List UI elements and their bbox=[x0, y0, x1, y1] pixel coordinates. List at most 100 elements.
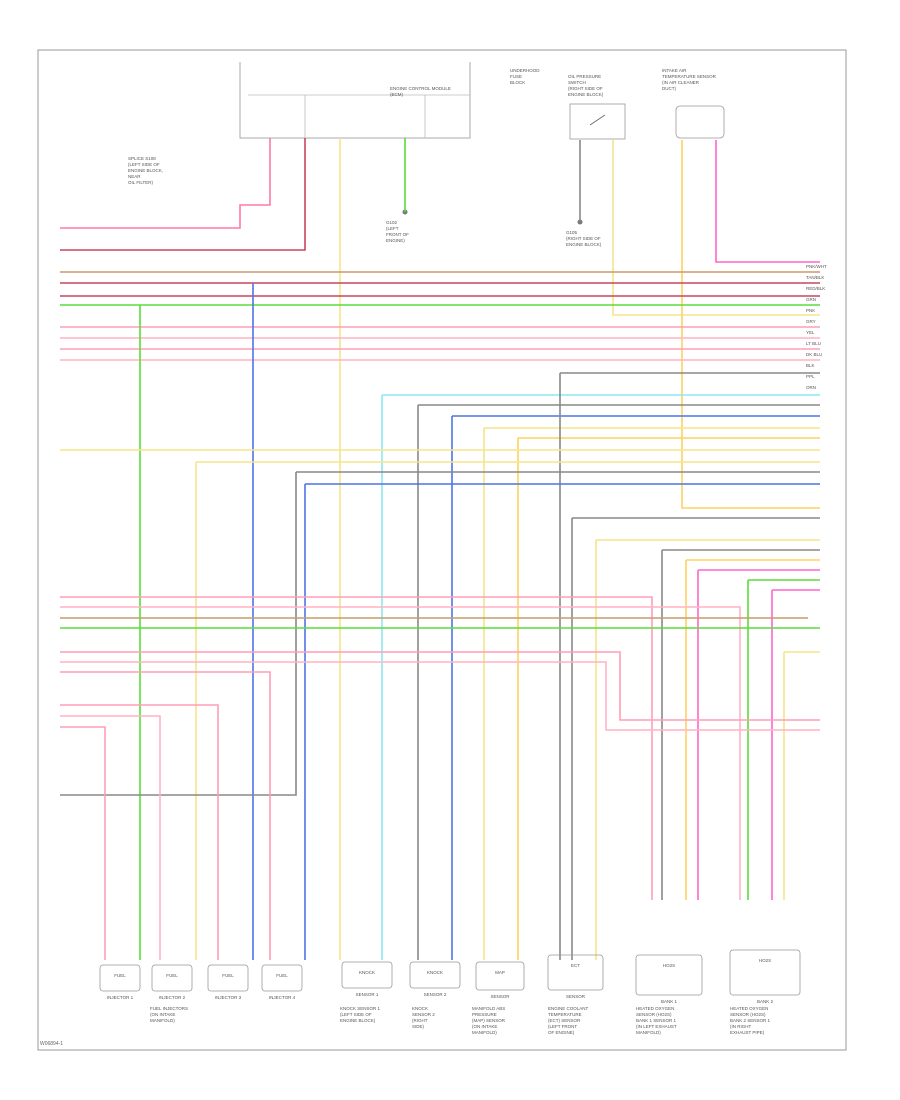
wire-label: TAN/BLK bbox=[806, 275, 824, 280]
svg-text:MANIFOLD ABS: MANIFOLD ABS bbox=[472, 1006, 505, 1011]
component-label: KNOCK bbox=[359, 970, 375, 975]
component-ho2s_1: HO2S BANK 1 bbox=[635, 954, 703, 1004]
wire-iat-1 bbox=[681, 140, 820, 509]
component-sublabel: BANK 2 bbox=[757, 999, 774, 1004]
wire-ecm-2 bbox=[60, 138, 306, 251]
caption-ho2s2: HEATED OXYGEN SENSOR (HO2S) BANK 2 SENSO… bbox=[730, 1006, 771, 1035]
wire-pink-a bbox=[60, 596, 653, 900]
caption-ect: ENGINE COOLANT TEMPERATURE (ECT) SENSOR … bbox=[548, 1006, 589, 1035]
wire-pink-h bbox=[60, 726, 106, 960]
component-sublabel: INJECTOR 2 bbox=[159, 995, 186, 1000]
svg-text:(RIGHT SIDE OF: (RIGHT SIDE OF bbox=[566, 236, 601, 241]
svg-text:BLOCK: BLOCK bbox=[510, 80, 525, 85]
svg-text:(IN AIR CLEANER: (IN AIR CLEANER bbox=[662, 80, 700, 85]
svg-text:HEATED OXYGEN: HEATED OXYGEN bbox=[636, 1006, 674, 1011]
svg-text:OIL PRESSURE: OIL PRESSURE bbox=[568, 74, 601, 79]
svg-text:(RIGHT: (RIGHT bbox=[412, 1018, 428, 1023]
wire-label: BLK bbox=[806, 363, 815, 368]
wire-pink-b bbox=[60, 606, 741, 900]
ecm-label-1: ENGINE CONTROL MODULE bbox=[390, 86, 451, 91]
wire-pink-d bbox=[60, 661, 820, 731]
svg-text:MANIFOLD): MANIFOLD) bbox=[472, 1030, 497, 1035]
svg-text:DUCT): DUCT) bbox=[662, 86, 676, 91]
svg-text:(ON INTAKE: (ON INTAKE bbox=[472, 1024, 497, 1029]
svg-text:FUEL INJECTORS: FUEL INJECTORS bbox=[150, 1006, 188, 1011]
svg-text:MANIFOLD): MANIFOLD) bbox=[636, 1030, 661, 1035]
component-knock_1: KNOCK SENSOR 1 bbox=[341, 961, 393, 997]
component-label: FUEL bbox=[222, 973, 234, 978]
svg-text:OF ENGINE): OF ENGINE) bbox=[548, 1030, 575, 1035]
svg-text:ENGINE BLOCK,: ENGINE BLOCK, bbox=[128, 168, 163, 173]
wire-label: PNK bbox=[806, 308, 815, 313]
component-label: KNOCK bbox=[427, 970, 443, 975]
svg-text:(RIGHT SIDE OF: (RIGHT SIDE OF bbox=[568, 86, 603, 91]
svg-text:(LEFT: (LEFT bbox=[386, 226, 399, 231]
svg-text:KNOCK: KNOCK bbox=[412, 1006, 428, 1011]
wire-pink-e bbox=[60, 671, 271, 960]
caption-knock2: KNOCK SENSOR 2 (RIGHT SIDE) bbox=[412, 1006, 435, 1029]
svg-text:MANIFOLD): MANIFOLD) bbox=[150, 1018, 175, 1023]
svg-text:ENGINE BLOCK): ENGINE BLOCK) bbox=[340, 1018, 376, 1023]
wire-pink-g bbox=[60, 715, 161, 960]
component-sublabel: SENSOR bbox=[566, 994, 586, 999]
svg-text:(ON INTAKE: (ON INTAKE bbox=[150, 1012, 175, 1017]
svg-text:BANK 1 SENSOR 1: BANK 1 SENSOR 1 bbox=[636, 1018, 677, 1023]
component-label: FUEL bbox=[114, 973, 126, 978]
wire-label: GRY bbox=[806, 319, 816, 324]
svg-text:(LEFT SIDE OF: (LEFT SIDE OF bbox=[340, 1012, 372, 1017]
svg-text:(IN LEFT EXHAUST: (IN LEFT EXHAUST bbox=[636, 1024, 677, 1029]
ground-g105-label: G105 (RIGHT SIDE OF ENGINE BLOCK) bbox=[566, 219, 602, 247]
svg-text:TEMPERATURE: TEMPERATURE bbox=[548, 1012, 582, 1017]
wire-label: PPL bbox=[806, 374, 815, 379]
svg-text:(LEFT FRONT: (LEFT FRONT bbox=[548, 1024, 577, 1029]
svg-text:G102: G102 bbox=[386, 220, 398, 225]
wire-pink-c bbox=[60, 651, 820, 721]
wire-label: RED/BLK bbox=[806, 286, 825, 291]
diagram-frame bbox=[37, 49, 847, 1051]
component-label: HO2S bbox=[663, 963, 675, 968]
component-sublabel: INJECTOR 4 bbox=[269, 995, 296, 1000]
wire-oil-signal bbox=[612, 140, 820, 316]
component-sublabel: SENSOR bbox=[490, 994, 510, 999]
component-sublabel: INJECTOR 1 bbox=[107, 995, 134, 1000]
wire-iat-2 bbox=[715, 140, 820, 263]
caption-ho2s1: HEATED OXYGEN SENSOR (HO2S) BANK 1 SENSO… bbox=[636, 1006, 677, 1035]
component-map_sensor: MAP SENSOR bbox=[475, 961, 525, 999]
oil-pressure-switch: OIL PRESSURE SWITCH (RIGHT SIDE OF ENGIN… bbox=[568, 74, 626, 140]
svg-text:TEMPERATURE SENSOR: TEMPERATURE SENSOR bbox=[662, 74, 717, 79]
component-inj_1: FUEL INJECTOR 1 bbox=[99, 964, 141, 1000]
caption-injectors: FUEL INJECTORS (ON INTAKE MANIFOLD) bbox=[150, 1006, 188, 1023]
ground-g102-label: G102 (LEFT FRONT OF ENGINE) bbox=[386, 209, 409, 243]
splice-s108-label: SPLICE S108 (LEFT SIDE OF ENGINE BLOCK, … bbox=[128, 156, 163, 185]
ecm-label-2: (ECM) bbox=[390, 92, 403, 97]
component-sublabel: SENSOR 1 bbox=[356, 992, 379, 997]
wire-blk3 bbox=[60, 472, 297, 796]
component-sublabel: BANK 1 bbox=[661, 999, 678, 1004]
svg-text:HEATED OXYGEN: HEATED OXYGEN bbox=[730, 1006, 768, 1011]
wire-label: LT BLU bbox=[806, 341, 821, 346]
svg-text:ENGINE COOLANT: ENGINE COOLANT bbox=[548, 1006, 589, 1011]
component-label: MAP bbox=[495, 970, 505, 975]
svg-text:BANK 2 SENSOR 1: BANK 2 SENSOR 1 bbox=[730, 1018, 771, 1023]
ecm-component: ENGINE CONTROL MODULE (ECM) bbox=[239, 62, 471, 139]
svg-text:(MAP) SENSOR: (MAP) SENSOR bbox=[472, 1018, 506, 1023]
svg-text:SPLICE S108: SPLICE S108 bbox=[128, 156, 156, 161]
svg-text:SENSOR (HO2S): SENSOR (HO2S) bbox=[636, 1012, 672, 1017]
intake-air-temp-sensor: INTAKE AIR TEMPERATURE SENSOR (IN AIR CL… bbox=[662, 68, 725, 139]
wire-label: PNK/WHT bbox=[806, 264, 827, 269]
wire-label: YEL bbox=[806, 330, 815, 335]
component-label: FUEL bbox=[166, 973, 178, 978]
svg-text:ENGINE BLOCK): ENGINE BLOCK) bbox=[566, 242, 602, 247]
wire-ecm-1 bbox=[60, 138, 271, 229]
svg-text:KNOCK SENSOR 1: KNOCK SENSOR 1 bbox=[340, 1006, 381, 1011]
wire-label: ORN bbox=[806, 385, 816, 390]
svg-text:FRONT OF: FRONT OF bbox=[386, 232, 409, 237]
component-label: FUEL bbox=[276, 973, 288, 978]
component-inj_4: FUEL INJECTOR 4 bbox=[261, 964, 303, 1000]
